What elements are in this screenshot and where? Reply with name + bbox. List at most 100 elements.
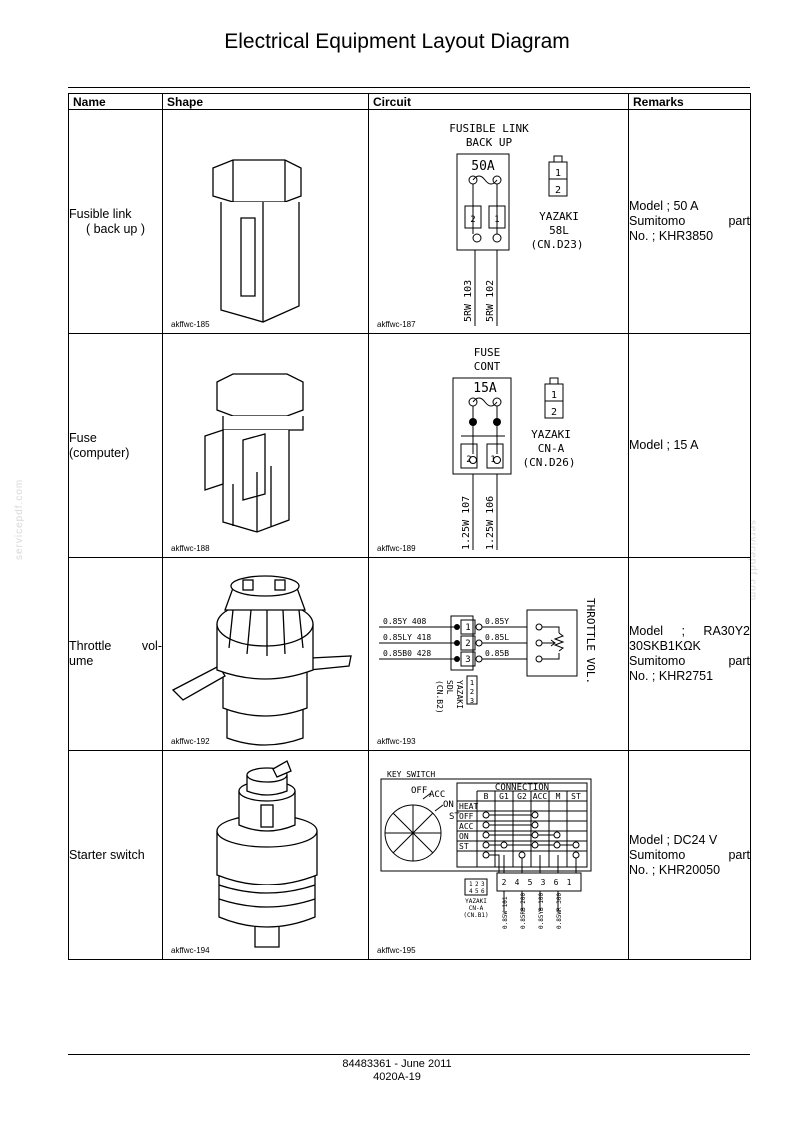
terminal-label: ST bbox=[571, 792, 581, 801]
terminal-label: G2 bbox=[517, 792, 527, 801]
remark-line: Sumitomo part bbox=[629, 847, 750, 862]
wire-label: 5RW 102 bbox=[485, 280, 496, 322]
fuse-rating: 15A bbox=[473, 381, 497, 396]
connection-title: CONNECTION bbox=[495, 783, 549, 793]
starter-switch-circuit: KEY SWITCH OFF ACC ON ST bbox=[380, 770, 592, 929]
wire-label: 0.85L bbox=[485, 633, 509, 642]
connector-pin: 4 bbox=[469, 888, 473, 895]
shape-cell: akffwc-192 bbox=[162, 557, 369, 751]
page-number: 4020A-19 bbox=[373, 1071, 421, 1083]
circuit-cell: KEY SWITCH OFF ACC ON ST bbox=[368, 750, 629, 960]
col-name: Name bbox=[68, 93, 163, 110]
page-footer: 84483361 - June 2011 4020A-19 bbox=[0, 1058, 794, 1084]
col-shape: Shape bbox=[162, 93, 369, 110]
connector-label: CN-A bbox=[469, 905, 484, 912]
connector-label: YAZAKI bbox=[539, 210, 579, 223]
switch-title: KEY SWITCH bbox=[387, 770, 435, 779]
position-label: ACC bbox=[429, 790, 445, 800]
pin-label: 1 bbox=[494, 215, 499, 225]
connector-label: (CN.B1) bbox=[463, 912, 488, 919]
wire-label: 0.85B bbox=[485, 649, 509, 658]
name-line: ( back up ) bbox=[85, 221, 146, 236]
fuse-rating: 50A bbox=[471, 159, 495, 174]
table-row: Throttle vol- ume bbox=[68, 557, 751, 751]
name-cell: Fusible link ( back up ) bbox=[68, 109, 163, 334]
connector-pin: 6 bbox=[481, 888, 485, 895]
wire-label: 0.85B0 428 bbox=[383, 649, 431, 658]
pin-label: 6 bbox=[554, 878, 559, 887]
circuit-heading: FUSE bbox=[474, 346, 501, 359]
wire-label: 0.85Y bbox=[485, 617, 509, 626]
connector-label: CN-A bbox=[538, 442, 565, 455]
watermark-left: servicepdf.com bbox=[14, 478, 25, 560]
circuit-ref: akffwc-189 bbox=[377, 544, 416, 553]
remark-line: No. ; KHR3850 bbox=[629, 229, 714, 243]
component-label: THROTTLE VOL. bbox=[584, 598, 597, 684]
col-circuit: Circuit bbox=[368, 93, 629, 110]
table-row: Starter switch bbox=[68, 750, 751, 960]
state-label: OFF bbox=[459, 812, 474, 821]
connector-pin: 2 bbox=[551, 407, 557, 418]
remark-line: No. ; KHR2751 bbox=[629, 669, 714, 683]
remark-line: Model ; DC24 V bbox=[629, 832, 718, 847]
pin-label: 2 bbox=[465, 639, 470, 649]
circuit-ref: akffwc-187 bbox=[377, 320, 416, 329]
remarks-cell: Model ; 50 A Sumitomo part No. ; KHR3850 bbox=[628, 109, 751, 334]
name-cell: Throttle vol- ume bbox=[68, 557, 163, 751]
connector-pin: 1 bbox=[555, 168, 561, 179]
pin-label: 2 bbox=[502, 878, 507, 887]
remark-line: Sumitomo part bbox=[629, 654, 750, 668]
doc-number: 84483361 - June 2011 bbox=[342, 1058, 452, 1070]
connector-pin: 2 bbox=[470, 688, 474, 696]
connector-label: YAZAKI bbox=[465, 898, 487, 905]
remark-line: Model ; 15 A bbox=[629, 438, 699, 452]
circuit-heading: CONT bbox=[474, 360, 501, 373]
remark-line: No. ; KHR20050 bbox=[629, 862, 721, 877]
state-label: ON bbox=[459, 832, 469, 841]
terminal-label: B bbox=[484, 792, 489, 801]
table-row: Fusible link ( back up ) akffwc-185 bbox=[68, 109, 751, 334]
state-label: HEAT bbox=[459, 802, 478, 811]
wire-label: 1.25W 106 bbox=[485, 496, 496, 550]
pin-label: 1 bbox=[465, 623, 470, 633]
footer-rule bbox=[68, 1054, 750, 1055]
name-cell: Starter switch bbox=[68, 750, 163, 960]
connector-label: (CN.D23) bbox=[531, 238, 584, 251]
wire-label: 0.85LY 418 bbox=[383, 633, 431, 642]
connector-pin: 3 bbox=[470, 697, 474, 705]
name-line: (computer) bbox=[69, 445, 130, 460]
pin-label: 3 bbox=[465, 655, 470, 665]
state-label: ST bbox=[459, 842, 469, 851]
remark-line: Model ; RA30Y2 bbox=[629, 624, 750, 638]
pin-label: 4 bbox=[515, 878, 520, 887]
fuse-circuit: FUSE CONT bbox=[452, 346, 576, 550]
remarks-cell: Model ; DC24 V Sumitomo part No. ; KHR20… bbox=[628, 750, 751, 960]
pin-label: 1 bbox=[567, 878, 572, 887]
remark-line: Sumitomo part bbox=[629, 214, 750, 228]
pin-label: 3 bbox=[541, 878, 546, 887]
connector-label: (CN.D26) bbox=[523, 456, 576, 469]
position-label: ST bbox=[449, 812, 460, 822]
connector-pin: 3 bbox=[481, 881, 485, 888]
position-label: ON bbox=[443, 800, 454, 810]
wire-label: 0.85WR 300 bbox=[556, 892, 563, 929]
connector-label: 58L bbox=[549, 224, 569, 237]
position-label: OFF bbox=[411, 786, 427, 796]
connector-pin: 1 bbox=[470, 679, 474, 687]
circuit-cell: 0.85Y 408 0.85LY 418 0.85B0 428 1 2 3 0.… bbox=[368, 557, 629, 751]
pin-label: 2 bbox=[466, 455, 471, 465]
shape-ref: akffwc-194 bbox=[171, 946, 210, 955]
starter-switch-drawing bbox=[216, 760, 318, 948]
shape-ref: akffwc-185 bbox=[171, 320, 210, 329]
fusible-link-drawing bbox=[212, 159, 302, 323]
terminal-label: M bbox=[556, 792, 561, 801]
circuit-ref: akffwc-195 bbox=[377, 946, 416, 955]
shape-cell: akffwc-194 bbox=[162, 750, 369, 960]
connector-pin: 1 bbox=[469, 881, 473, 888]
wire-label: 1.25W 107 bbox=[461, 496, 472, 550]
wire-label: 0.85YB 100 bbox=[538, 892, 545, 929]
fusible-link-circuit: FUSIBLE LINK BACK UP bbox=[449, 122, 584, 326]
equipment-table: Name Shape Circuit Remarks Fusible link … bbox=[68, 93, 751, 960]
title-rule bbox=[68, 87, 750, 88]
circuit-ref: akffwc-193 bbox=[377, 737, 416, 746]
